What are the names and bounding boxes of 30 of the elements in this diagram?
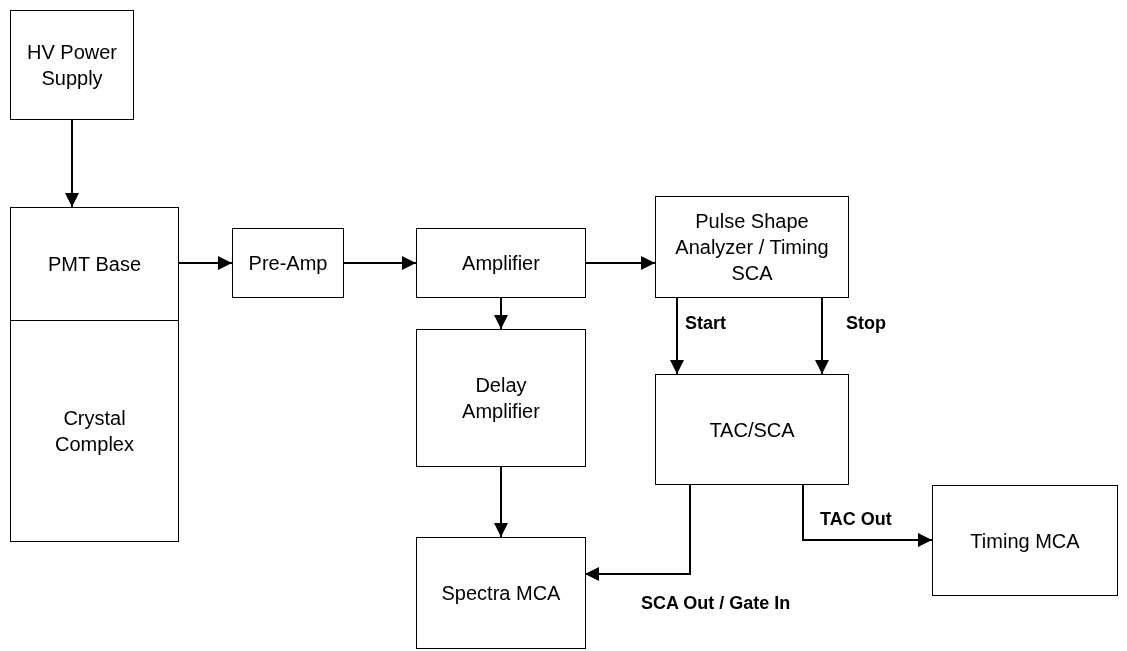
- process-box: [232, 228, 344, 298]
- process-box: [655, 196, 849, 298]
- process-box: [416, 537, 586, 649]
- arrow: [494, 296, 508, 330]
- arrow: [802, 483, 933, 547]
- process-box: [932, 485, 1118, 596]
- process-box: [10, 207, 179, 321]
- process-box: [416, 329, 586, 467]
- arrow: [815, 296, 829, 375]
- box-label: Pulse Shape Analyzer / Timing SCA: [674, 209, 830, 286]
- box-label: Crystal Complex: [54, 406, 135, 457]
- box-label: PMT Base: [48, 252, 141, 277]
- process-box: [416, 228, 586, 298]
- arrow: [342, 256, 417, 270]
- box-label: Delay Amplifier: [461, 373, 541, 424]
- box-label: Timing MCA: [970, 528, 1080, 554]
- process-box: [655, 374, 849, 485]
- box-label: Spectra MCA: [441, 581, 561, 606]
- box-label: TAC/SCA: [709, 417, 795, 443]
- arrow: [670, 296, 684, 375]
- arrow: [584, 483, 691, 581]
- box-label: Pre-Amp: [248, 251, 328, 276]
- process-box: [10, 10, 134, 120]
- arrow: [177, 256, 233, 270]
- box-label: Amplifier: [462, 251, 540, 276]
- box-label: HV Power Supply: [26, 40, 118, 91]
- arrow: [65, 118, 79, 208]
- arrow: [584, 256, 656, 270]
- arrow: [494, 465, 508, 538]
- process-box: [10, 320, 179, 542]
